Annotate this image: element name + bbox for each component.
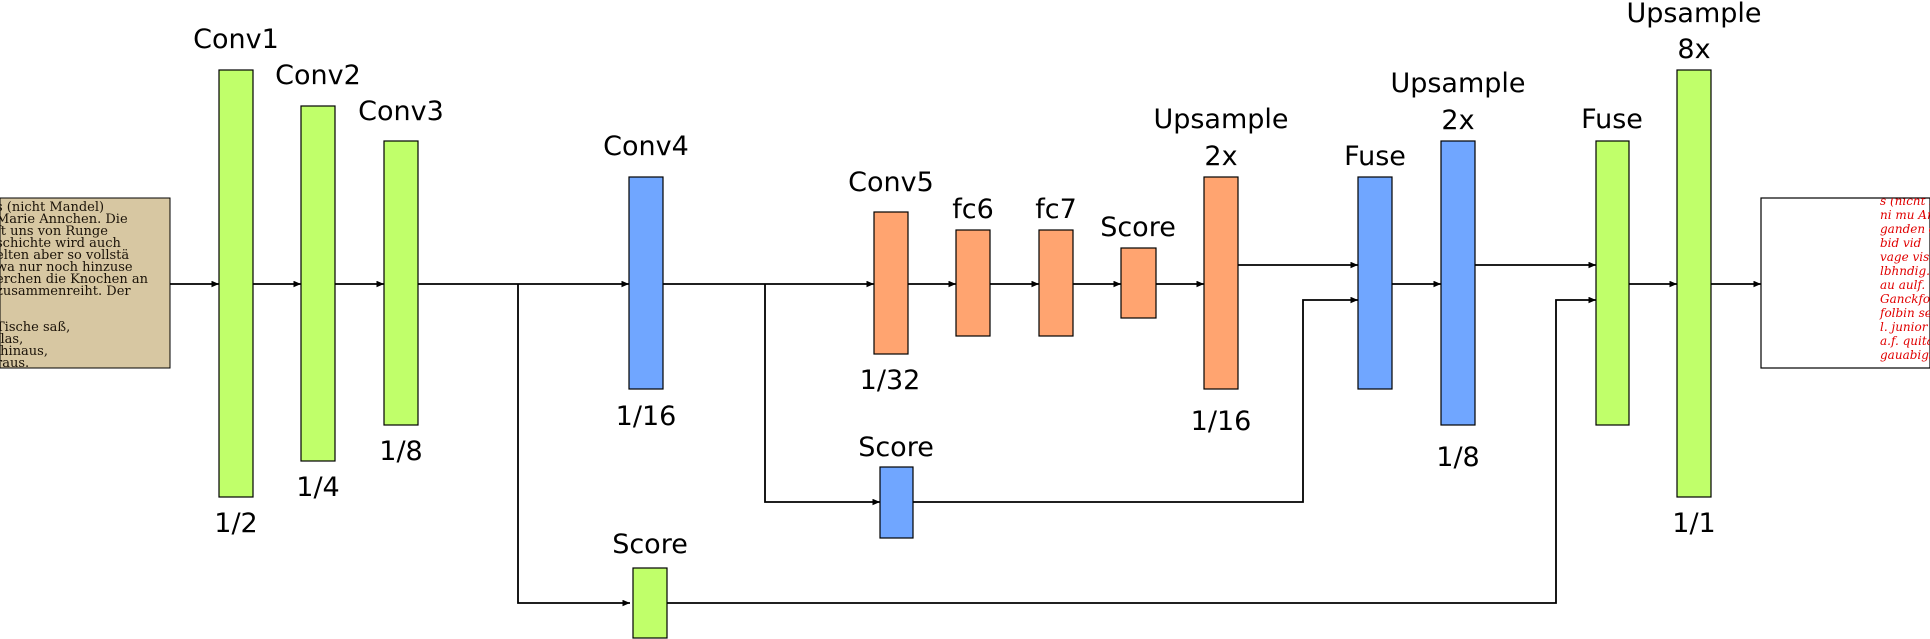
upsample-label-3: Upsample <box>1626 0 1761 29</box>
output-text-line: folbin se <box>1879 306 1930 320</box>
skip-conv3-score <box>517 284 630 607</box>
input-text-line: raus. <box>0 356 29 371</box>
input-text-line: ft uns von Runge <box>0 224 108 239</box>
labels: Conv1 Conv2 Conv3 Conv4 Conv5 fc6 fc7 Sc… <box>193 0 1761 560</box>
score-label-2: Score <box>858 432 934 463</box>
conv5-block <box>873 211 909 355</box>
output-text-line: Ganckfolio <box>1880 292 1930 306</box>
input-text-line: elten aber so vollstä <box>0 248 129 263</box>
conv4-label: Conv4 <box>603 131 689 162</box>
upsample-factor-label-3: 8x <box>1677 34 1710 65</box>
input-text-line: zusammenreiht. Der <box>0 284 131 299</box>
upsample-scale-3: 1/1 <box>1672 508 1715 539</box>
fc6-block <box>955 229 991 337</box>
score-label: Score <box>1100 212 1176 243</box>
score-block <box>1120 247 1157 319</box>
output-text-line: au aulf. <box>1880 278 1925 292</box>
output-text-line: bid vid <box>1880 236 1922 250</box>
conv2-scale: 1/4 <box>296 472 339 503</box>
conv5-label: Conv5 <box>848 167 934 198</box>
skip-conv4-score <box>764 284 880 506</box>
output-text-line: ganden die <box>1880 222 1930 236</box>
upsample-label-2: Upsample <box>1390 68 1525 99</box>
upsample-factor-label-2: 2x <box>1441 105 1474 136</box>
input-text-line: flas, <box>0 332 23 347</box>
output-text-line: s (nicht Mandel) <box>1880 194 1930 208</box>
fuse-block-2 <box>1595 140 1630 426</box>
score-block-3 <box>632 567 668 639</box>
conv3-scale: 1/8 <box>379 436 422 467</box>
conv2-block <box>300 105 336 462</box>
fc6-label: fc6 <box>952 194 994 225</box>
upsample-label: Upsample <box>1153 104 1288 135</box>
input-text-line: Tische saß, <box>0 320 70 335</box>
output-text-line: vage vis <box>1880 250 1929 264</box>
score-label-3: Score <box>612 529 688 560</box>
input-text-line: s (nicht Mandel) <box>0 200 104 215</box>
conv1-scale: 1/2 <box>214 508 257 539</box>
conv1-label: Conv1 <box>193 24 279 55</box>
output-text-line: lbhndig. <box>1880 264 1930 278</box>
output-text-line: l. junior <box>1880 320 1929 334</box>
fc7-label: fc7 <box>1035 194 1077 225</box>
blocks <box>218 69 1712 639</box>
upsample-factor-label: 2x <box>1204 141 1237 172</box>
output-text-line: gauabigs <box>1880 348 1930 362</box>
conv1-block <box>218 69 254 498</box>
fuse-block <box>1357 176 1393 390</box>
output-segmentation-image: s (nicht Mandel)ni mu Annganden diebid v… <box>1760 194 1930 369</box>
conv3-label: Conv3 <box>358 96 444 127</box>
fuse-label-2: Fuse <box>1581 104 1643 135</box>
connections <box>170 261 1761 607</box>
conv2-label: Conv2 <box>275 60 361 91</box>
upsample-2x-block <box>1203 176 1239 390</box>
fuse-label: Fuse <box>1344 141 1406 172</box>
conv4-block <box>628 176 664 390</box>
input-text-line: erchen die Knochen an <box>0 272 149 287</box>
input-text-line: schichte wird auch <box>0 236 122 251</box>
skip-score-fuse-2 <box>667 296 1596 604</box>
upsample-2x-block-2 <box>1440 140 1476 426</box>
skip-score-fuse <box>913 296 1358 503</box>
fc7-block <box>1038 229 1074 337</box>
input-text-line: Marie Annchen. Die <box>0 212 128 227</box>
conv5-scale: 1/32 <box>860 365 921 396</box>
input-text-line: ihinaus, <box>0 344 48 359</box>
conv4-scale: 1/16 <box>616 401 677 432</box>
upsample-8x-block <box>1676 69 1712 498</box>
output-text-line: a.f. quitan <box>1880 334 1930 348</box>
conv3-block <box>383 140 419 426</box>
input-text-line: wa nur noch hinzuse <box>0 260 133 275</box>
upsample-scale-2: 1/8 <box>1436 442 1479 473</box>
output-text-line: ni mu Ann <box>1880 208 1930 222</box>
score-block-2 <box>879 466 914 539</box>
upsample-scale: 1/16 <box>1191 406 1252 437</box>
